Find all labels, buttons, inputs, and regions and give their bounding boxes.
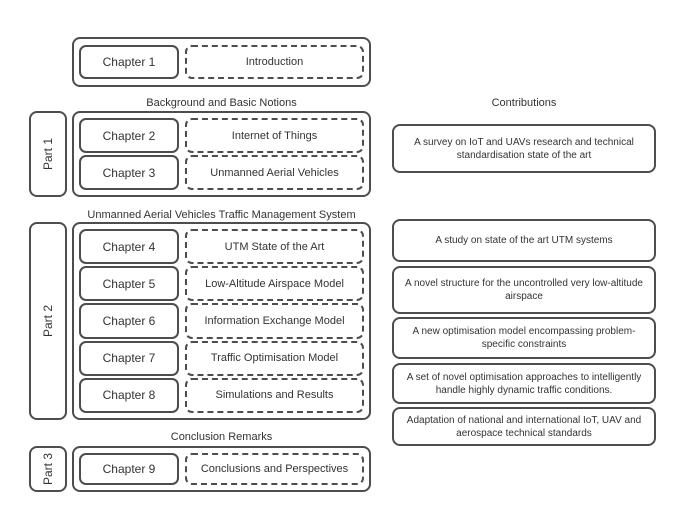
- chapter4-title: UTM State of the Art: [224, 240, 325, 253]
- chapter9-title: Conclusions and Perspectives: [200, 463, 349, 475]
- contribution-box-4: A new optimisation model encompassing pr…: [392, 317, 656, 359]
- chapter-row: Chapter 1 Introduction: [79, 45, 364, 79]
- part2-group: Chapter 4 UTM State of the Art Chapter 5…: [72, 222, 371, 420]
- chapter-row: Chapter 6 Information Exchange Model: [79, 303, 364, 339]
- contributions-header: Contributions: [491, 97, 557, 109]
- chapter5-box: Chapter 5: [79, 266, 179, 302]
- chapter-row: Chapter 9 Conclusions and Perspectives: [79, 453, 364, 485]
- chapter8-label: Chapter 8: [102, 388, 156, 403]
- part1-group: Chapter 2 Internet of Things Chapter 3 U…: [72, 111, 371, 197]
- chapter2-label: Chapter 2: [102, 128, 156, 143]
- contribution-box-6: Adaptation of national and international…: [392, 407, 656, 446]
- part2-header: Unmanned Aerial Vehicles Traffic Managem…: [87, 209, 356, 221]
- chapter4-box: Chapter 4: [79, 229, 179, 265]
- chapter2-title-box: Internet of Things: [185, 118, 364, 153]
- chapter6-box: Chapter 6: [79, 303, 179, 339]
- chapter-row: Chapter 8 Simulations and Results: [79, 377, 364, 414]
- chapter1-title-box: Introduction: [185, 45, 364, 79]
- part2-label-box: Part 2: [29, 222, 67, 420]
- chapter1-title: Introduction: [245, 56, 304, 68]
- part3-header: Conclusion Remarks: [170, 431, 273, 443]
- chapter3-box: Chapter 3: [79, 155, 179, 190]
- chapter5-title: Low-Altitude Airspace Model: [205, 277, 344, 290]
- contribution-text-4: A new optimisation model encompassing pr…: [412, 326, 636, 350]
- chapter3-label: Chapter 3: [102, 165, 156, 180]
- chapter1-box: Chapter 1: [79, 45, 179, 79]
- chapter6-label: Chapter 6: [102, 314, 156, 328]
- chapter7-title: Traffic Optimisation Model: [210, 352, 339, 365]
- chapter9-box: Chapter 9: [79, 453, 179, 485]
- chapter7-box: Chapter 7: [79, 340, 179, 376]
- part3-label-box: Part 3: [29, 446, 67, 492]
- chapter5-label: Chapter 5: [102, 276, 156, 291]
- chapter2-box: Chapter 2: [79, 118, 179, 153]
- contribution-text-1: A survey on IoT and UAVs research and te…: [414, 136, 634, 161]
- chapter8-box: Chapter 8: [79, 377, 179, 414]
- chapter8-title: Simulations and Results: [215, 389, 334, 402]
- chapter2-title: Internet of Things: [231, 129, 318, 142]
- chapter7-label: Chapter 7: [102, 351, 156, 366]
- chapter3-title-box: Unmanned Aerial Vehicles: [185, 155, 364, 190]
- contribution-text-5: A set of novel optimisation approaches t…: [406, 371, 642, 396]
- contribution-box-1: A survey on IoT and UAVs research and te…: [392, 124, 656, 173]
- chapter-row: Chapter 4 UTM State of the Art: [79, 229, 364, 265]
- chapter1-label: Chapter 1: [102, 55, 156, 69]
- chapter4-title-box: UTM State of the Art: [185, 229, 364, 265]
- part1-label: Part 1: [40, 137, 55, 171]
- chapter3-title: Unmanned Aerial Vehicles: [210, 166, 339, 179]
- chapter-row: Chapter 5 Low-Altitude Airspace Model: [79, 266, 364, 302]
- contribution-text-2: A study on state of the art UTM systems: [435, 235, 613, 246]
- chapter-row: Chapter 2 Internet of Things: [79, 118, 364, 153]
- contribution-box-5: A set of novel optimisation approaches t…: [392, 363, 656, 404]
- chapter9-label: Chapter 9: [102, 462, 156, 476]
- part1-header: Background and Basic Notions: [146, 97, 297, 109]
- contribution-box-2: A study on state of the art UTM systems: [392, 219, 656, 262]
- part3-group: Chapter 9 Conclusions and Perspectives: [72, 446, 371, 492]
- part3-label: Part 3: [40, 452, 55, 486]
- chapter7-title-box: Traffic Optimisation Model: [185, 340, 364, 376]
- chapter9-title-box: Conclusions and Perspectives: [185, 453, 364, 485]
- chapter4-label: Chapter 4: [102, 239, 156, 254]
- contribution-box-3: A novel structure for the uncontrolled v…: [392, 266, 656, 314]
- part2-label: Part 2: [40, 304, 55, 338]
- chapter-row: Chapter 3 Unmanned Aerial Vehicles: [79, 155, 364, 190]
- contribution-text-6: Adaptation of national and international…: [406, 414, 642, 439]
- chapter-row: Chapter 7 Traffic Optimisation Model: [79, 340, 364, 376]
- chapter1-group: Chapter 1 Introduction: [72, 37, 371, 87]
- part1-label-box: Part 1: [29, 111, 67, 197]
- contribution-text-3: A novel structure for the uncontrolled v…: [405, 278, 643, 302]
- chapter6-title-box: Information Exchange Model: [185, 303, 364, 339]
- chapter5-title-box: Low-Altitude Airspace Model: [185, 266, 364, 302]
- chapter8-title-box: Simulations and Results: [185, 377, 364, 414]
- chapter6-title: Information Exchange Model: [204, 315, 345, 327]
